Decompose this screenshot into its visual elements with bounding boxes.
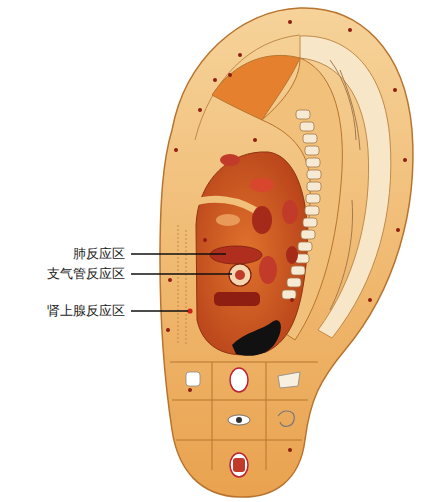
callout-label: 肺反应区	[73, 246, 125, 262]
acupoints	[166, 20, 407, 452]
intertragic-notch	[232, 320, 281, 356]
organs	[210, 154, 298, 306]
tragus-line	[178, 225, 186, 345]
crus-helix	[188, 199, 262, 215]
lobe-grid	[170, 362, 318, 470]
callout-label: 支气管反应区	[47, 266, 125, 282]
callout-label: 肾上腺反应区	[47, 303, 125, 319]
lobe-icons	[186, 368, 300, 477]
leader-lines	[131, 254, 232, 311]
ear-outline	[160, 8, 413, 497]
spine	[282, 110, 321, 299]
limb-sketch	[330, 60, 360, 310]
